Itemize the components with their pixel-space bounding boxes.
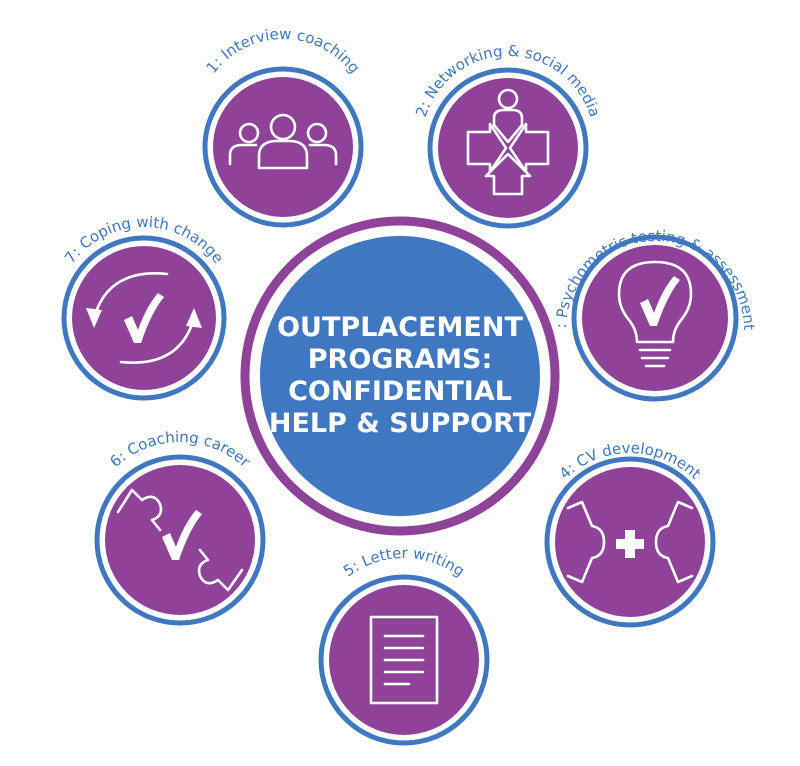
service-cv-development: 4: CV development [544,439,716,628]
puzzle-plus-icon [566,500,694,584]
network-arrows-icon [466,88,550,196]
puzzle-check-icon [116,488,244,592]
service-coaching-career: 6: Coaching career [94,428,266,626]
lightbulb-check-icon [617,260,693,368]
center-title-line-1: OUTPLACEMENT [277,312,523,343]
center-node: OUTPLACEMENT PROGRAMS: CONFIDENTIAL HELP… [240,216,560,536]
service-interview-coaching: 1: Interview coaching [202,25,364,228]
center-title-line-4: HELP & SUPPORT [269,408,532,439]
center-title-line-3: CONFIDENTIAL [288,376,512,407]
service-letter-writing: 5: Letter writing [318,544,490,746]
cycle-check-icon [86,272,202,364]
service-coping-with-change: 7: Coping with change [61,213,227,401]
center-title-line-2: PROGRAMS: [308,344,493,375]
service-networking-social-media: 2: Networking & social media [412,42,604,229]
document-icon [369,615,439,705]
people-group-icon [228,113,338,170]
